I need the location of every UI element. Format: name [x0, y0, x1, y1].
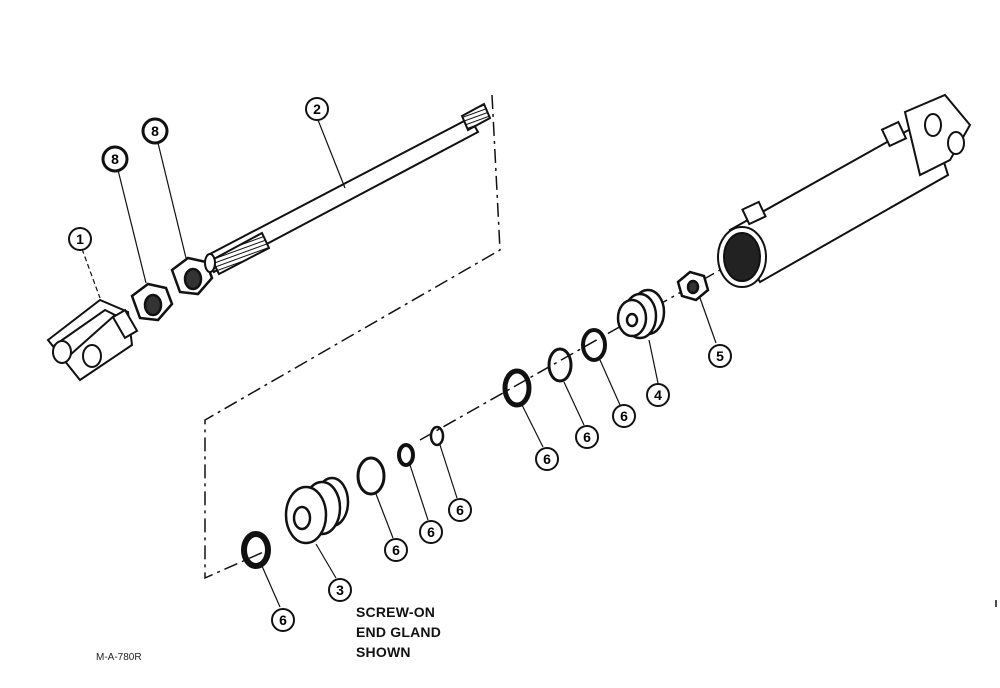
svg-text:8: 8 [151, 123, 159, 139]
callout-6f: 6 [384, 538, 408, 562]
callout-4: 4 [646, 383, 670, 407]
svg-text:6: 6 [543, 451, 551, 467]
drawing-number: M-A-780R [96, 652, 142, 663]
callout-8b: 8 [141, 117, 169, 145]
svg-text:6: 6 [583, 429, 591, 445]
seal-ring [241, 531, 271, 569]
seal-ring [581, 328, 607, 362]
svg-text:6: 6 [620, 408, 628, 424]
seal-ring [547, 347, 573, 383]
seal-ring [356, 456, 386, 496]
hex-nut-part-8b [170, 256, 214, 296]
svg-text:6: 6 [392, 542, 400, 558]
callout-6g: 6 [271, 608, 295, 632]
note-line: END GLAND [356, 624, 442, 640]
svg-text:1: 1 [76, 231, 84, 247]
note-line: SCREW-ON [356, 604, 436, 620]
seal-ring [429, 425, 445, 447]
hex-nut-part-5 [676, 270, 710, 302]
callout-6e: 6 [419, 520, 443, 544]
svg-text:4: 4 [654, 387, 662, 403]
callout-6a: 6 [612, 404, 636, 428]
svg-text:3: 3 [336, 582, 344, 598]
seal-ring [502, 368, 532, 408]
callout-3: 3 [328, 578, 352, 602]
hex-nut-part-8a [130, 282, 174, 322]
svg-text:5: 5 [716, 348, 724, 364]
end-gland-part-3 [284, 476, 350, 545]
callout-1: 1 [68, 227, 92, 251]
callout-6d: 6 [448, 498, 472, 522]
callout-labels: 1 2 8 8 3 4 5 6 6 6 6 6 6 6 6 [68, 97, 732, 632]
svg-text:6: 6 [427, 524, 435, 540]
clevis-part-1 [46, 298, 139, 382]
callout-6b: 6 [575, 425, 599, 449]
seal-rings-part-6 [241, 328, 607, 569]
leader-lines [81, 119, 717, 608]
svg-text:8: 8 [111, 151, 119, 167]
svg-text:6: 6 [279, 612, 287, 628]
svg-text:2: 2 [313, 101, 321, 117]
piston-rod-part-2 [204, 102, 492, 276]
screw-on-end-gland-note: SCREW-ON END GLAND SHOWN [356, 602, 441, 662]
piston-part-4 [616, 288, 666, 340]
svg-text:6: 6 [456, 502, 464, 518]
callout-2: 2 [305, 97, 329, 121]
seal-ring [397, 443, 415, 467]
callout-8a: 8 [101, 145, 129, 173]
note-line: SHOWN [356, 644, 411, 660]
callout-6c: 6 [535, 447, 559, 471]
cylinder-barrel [717, 93, 972, 288]
callout-5: 5 [708, 344, 732, 368]
